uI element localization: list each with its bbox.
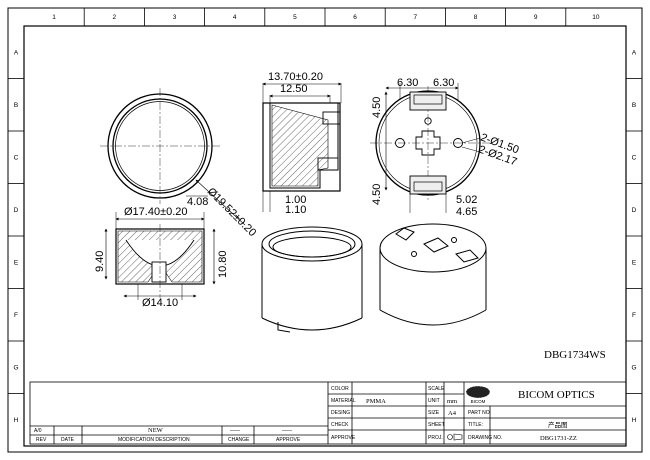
column-label-8: 8: [474, 14, 478, 21]
top-offset-label: 4.08: [187, 196, 208, 208]
lower-section-view: [104, 212, 216, 300]
company-logo-icon: BICOM: [465, 385, 491, 404]
column-label-3: 3: [173, 14, 177, 21]
value-drawing-no: DBG1731-ZZ: [540, 435, 577, 442]
back-right-width-label: 6.30: [433, 77, 454, 89]
revision-rev: A/0: [34, 428, 42, 434]
section-left-height-label: 9.40: [94, 251, 106, 272]
column-labels: 1 2 3 4 5 6 7 8 9 10: [52, 14, 600, 21]
header-change: CHANGE: [228, 437, 250, 443]
label-approve: APPROVE: [331, 435, 356, 441]
row-label-left-A: A: [14, 49, 19, 56]
iso-view-back: [379, 223, 487, 326]
column-label-2: 2: [112, 14, 116, 21]
header-approve: APPROVE: [276, 437, 301, 443]
row-label-left-F: F: [14, 312, 18, 319]
label-design: DESING: [331, 410, 350, 416]
label-drawing-no: DRAWING NO.: [468, 435, 502, 441]
header-description: MODIFICATION DESCRIPTION: [118, 437, 190, 443]
back-view: [370, 83, 490, 213]
row-label-left-H: H: [14, 417, 19, 424]
label-check: CHECK: [331, 422, 349, 428]
company-name: BICOM OPTICS: [518, 389, 595, 401]
row-label-left-B: B: [14, 102, 18, 109]
label-scale: SCALE: [428, 386, 445, 392]
row-label-left-C: C: [14, 154, 19, 161]
row-label-left-E: E: [14, 259, 19, 266]
logo-text: BICOM: [471, 399, 486, 404]
header-date: DATE: [61, 437, 75, 443]
revision-approve: ——: [282, 428, 292, 434]
back-left-width-label: 6.30: [397, 77, 418, 89]
back-lower-height-label: 4.50: [371, 184, 383, 205]
label-proj: PROJ.: [428, 435, 443, 441]
row-label-right-D: D: [632, 207, 637, 214]
section-bottom-diameter-label: Ø14.10: [142, 297, 178, 309]
title-block: [29, 381, 627, 445]
label-sheet: SHEET: [428, 422, 445, 428]
row-label-right-G: G: [631, 364, 636, 371]
label-unit: UNIT: [428, 398, 440, 404]
revision-change: ——: [230, 428, 240, 434]
column-label-5: 5: [293, 14, 297, 21]
row-label-left-D: D: [14, 207, 19, 214]
projection-symbol-icon: [447, 433, 463, 441]
side-section-view: [262, 82, 342, 212]
top-diameter-label: Ø19.52±0.20: [205, 186, 258, 239]
iso-view-front: [261, 226, 363, 333]
column-label-6: 6: [353, 14, 357, 21]
side-step-a-label: 1.00: [285, 194, 306, 206]
label-color: COLOR: [331, 386, 349, 392]
column-label-4: 4: [233, 14, 237, 21]
row-label-left-G: G: [13, 364, 18, 371]
section-top-diameter-label: Ø17.40±0.20: [124, 206, 188, 218]
value-unit: mm: [447, 398, 457, 405]
column-label-1: 1: [52, 14, 56, 21]
back-upper-height-label: 4.50: [371, 97, 383, 118]
label-part-no: PART NO.: [468, 410, 491, 416]
side-outer-width-label: 13.70±0.20: [268, 71, 323, 83]
column-label-10: 10: [592, 14, 600, 21]
row-ticks: [8, 78, 642, 394]
label-material: MATERIAL: [331, 398, 356, 404]
row-label-right-E: E: [632, 259, 637, 266]
row-label-right-F: F: [632, 312, 636, 319]
side-step-b-label: 1.10: [285, 204, 306, 216]
back-slot-a-label: 5.02: [456, 194, 477, 206]
value-size: A4: [448, 410, 457, 417]
side-inner-width-label: 12.50: [280, 83, 308, 95]
revision-description: NEW: [148, 427, 164, 434]
row-labels: A A B B C C D D E E F F G G H H: [13, 49, 636, 424]
column-label-7: 7: [413, 14, 417, 21]
column-label-9: 9: [534, 14, 538, 21]
part-code: DBG1734WS: [544, 349, 606, 361]
value-title: 产品图: [548, 420, 568, 429]
revision-headers: REV DATE MODIFICATION DESCRIPTION CHANGE…: [36, 437, 301, 443]
row-label-right-H: H: [632, 417, 637, 424]
drawing-frame: 1 2 3 4 5 6 7 8 9 10 A A B B C C D D E E F F G G H H: [7, 7, 643, 453]
value-material: PMMA: [366, 398, 386, 405]
revision-row: A/0 NEW —— ——: [34, 427, 292, 434]
column-ticks: [83, 8, 567, 26]
front-view: [100, 88, 246, 226]
header-rev: REV: [36, 437, 47, 443]
row-label-right-B: B: [632, 102, 636, 109]
row-label-right-A: A: [632, 49, 637, 56]
row-label-right-C: C: [632, 154, 637, 161]
label-title: TITLE:: [468, 422, 483, 428]
back-slot-b-label: 4.65: [456, 206, 477, 218]
label-size: SIZE: [428, 410, 440, 416]
section-right-height-label: 10.80: [217, 250, 229, 278]
